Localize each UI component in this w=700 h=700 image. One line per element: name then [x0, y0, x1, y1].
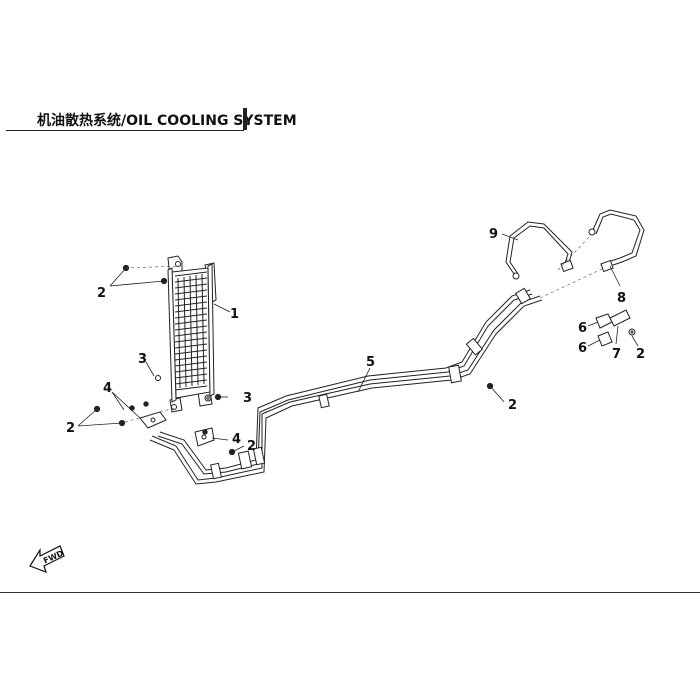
oil-pipe-8 — [588, 209, 645, 273]
title-underline — [6, 130, 244, 131]
callout-2-left: 2 — [66, 421, 75, 436]
callout-9: 9 — [489, 227, 498, 242]
callout-1: 1 — [230, 307, 239, 322]
oil-pipe-5 — [149, 287, 543, 485]
callout-4-left: 4 — [103, 381, 112, 396]
callout-6-top: 6 — [578, 321, 587, 336]
fwd-label: FWD — [42, 549, 65, 566]
fwd-arrow-icon: FWD — [29, 545, 65, 574]
callout-labels: 1 2 3 3 4 2 4 2 5 2 9 8 6 6 7 2 — [66, 227, 645, 454]
callout-2-top-left: 2 — [97, 286, 106, 301]
title-end-bar — [243, 108, 247, 130]
oil-cooler — [155, 255, 217, 413]
callout-3-right: 3 — [243, 391, 252, 406]
callout-7: 7 — [612, 347, 621, 362]
callout-5: 5 — [366, 355, 375, 370]
bolts — [93, 264, 494, 456]
footer-divider — [0, 592, 700, 593]
hose-clamps-6-7 — [595, 309, 636, 347]
callout-2-mid: 2 — [247, 439, 256, 454]
oil-pipe-9 — [505, 221, 574, 280]
callout-8: 8 — [617, 291, 626, 306]
callout-2-far-right: 2 — [636, 347, 645, 362]
callout-3-left: 3 — [138, 352, 147, 367]
lower-bracket — [139, 411, 215, 447]
callout-4-mid: 4 — [232, 432, 241, 447]
diagram-title-block: 机油散热系统/OIL COOLING SYSTEM — [0, 104, 297, 134]
callout-2-right: 2 — [508, 398, 517, 413]
leader-lines — [77, 233, 639, 453]
diagram-title: 机油散热系统/OIL COOLING SYSTEM — [37, 113, 297, 129]
callout-6-bottom: 6 — [578, 341, 587, 356]
assembly-guides — [121, 235, 605, 424]
